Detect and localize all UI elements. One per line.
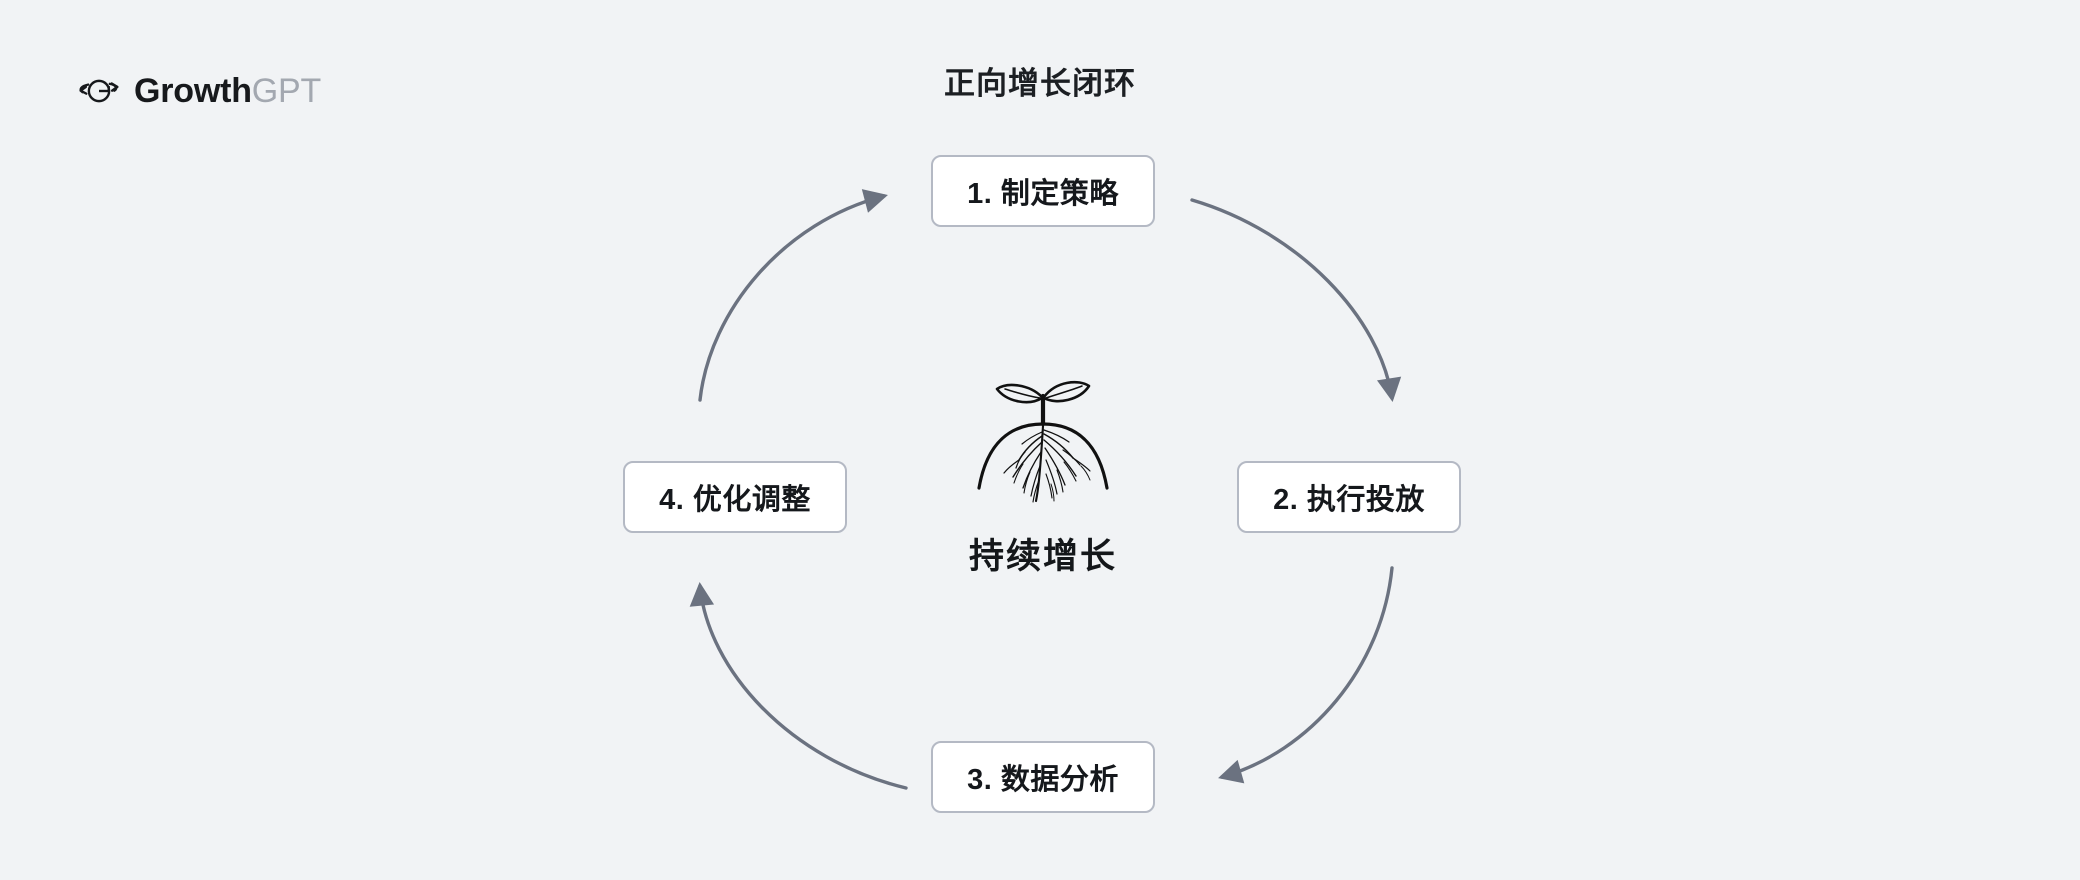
- page-title: 正向增长闭环: [944, 66, 1136, 101]
- arrow-path-4-to-1: [698, 189, 888, 402]
- center-label: 持续增长: [968, 537, 1117, 576]
- cycle-node-3[interactable]: 3. 数据分析: [931, 741, 1155, 813]
- brand-name-strong: Growth: [134, 72, 252, 110]
- sprout-seedling-icon: [977, 380, 1109, 503]
- cycle-node-3-label: 3. 数据分析: [967, 764, 1119, 796]
- brand-name-light: GPT: [251, 72, 322, 110]
- orbit-g-icon: [79, 79, 119, 103]
- brand-wordmark: GrowthGPT: [134, 74, 321, 108]
- cycle-node-2[interactable]: 2. 执行投放: [1237, 461, 1461, 533]
- cycle-node-1-label: 1. 制定策略: [967, 178, 1119, 210]
- arrow-path-3-to-4: [689, 581, 908, 790]
- cycle-node-4[interactable]: 4. 优化调整: [623, 461, 847, 533]
- center-content: 持续增长: [843, 380, 1243, 579]
- cycle-node-1[interactable]: 1. 制定策略: [931, 155, 1155, 227]
- cycle-node-2-label: 2. 执行投放: [1273, 484, 1425, 516]
- arrow-path-2-to-3: [1218, 566, 1394, 784]
- arrow-path-1-to-2: [1190, 198, 1402, 403]
- cycle-node-4-label: 4. 优化调整: [659, 484, 811, 516]
- brand-logo: GrowthGPT: [78, 68, 321, 114]
